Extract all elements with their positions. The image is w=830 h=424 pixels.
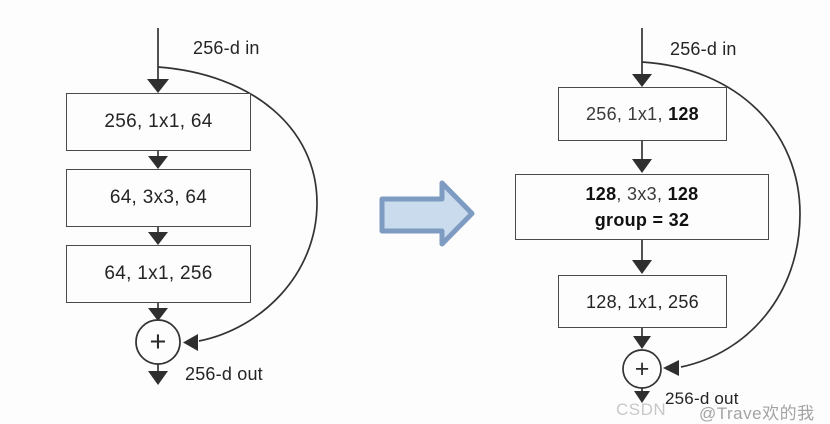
right-skip-arrowhead (663, 360, 679, 376)
left-skip-curve (157, 66, 318, 342)
left-conv-box-2-label: 64, 3x3, 64 (109, 187, 208, 208)
right-output-label: 256-d out (665, 389, 739, 408)
csdn-watermark-prefix: CSDN (616, 400, 672, 419)
right-conv-box-3: 128, 1x1, 256 (558, 275, 727, 328)
left-block-connectors (135, 28, 318, 385)
left-output-arrowhead (148, 371, 168, 385)
csdn-watermark-username: @Trave欢的我 (699, 404, 815, 423)
left-plus-icon: + (149, 325, 167, 358)
right-output-arrowhead (634, 391, 650, 403)
right-conv-box-2-label-line2: group = 32 (594, 210, 690, 230)
right-arrow3-head (633, 336, 651, 349)
right-conv-box-2: 128, 3x3, 128 group = 32 (515, 174, 769, 240)
right-arrow1-head (632, 159, 652, 173)
left-arrow2-head (148, 232, 168, 245)
transform-right-arrow-icon (379, 180, 475, 247)
left-conv-box-1: 256, 1x1, 64 (66, 93, 251, 151)
left-conv-box-3-label: 64, 1x1, 256 (104, 263, 213, 284)
left-arrow3-head (148, 308, 168, 321)
left-conv-box-1-label: 256, 1x1, 64 (104, 111, 213, 132)
right-conv-box-2-label-line1: 128, 3x3, 128 (585, 184, 699, 204)
left-output-label: 256-d out (185, 364, 263, 384)
left-input-arrowhead (147, 79, 169, 93)
right-conv-box-3-label: 128, 1x1, 256 (586, 291, 699, 312)
left-conv-box-3: 64, 1x1, 256 (66, 245, 251, 303)
right-plus-icon: + (634, 354, 650, 383)
right-arrow2-head (632, 260, 652, 274)
left-skip-arrowhead (183, 334, 198, 351)
right-conv-box-1: 256, 1x1, 128 (558, 87, 727, 141)
right-skip-curve (641, 61, 801, 368)
left-conv-box-2: 64, 3x3, 64 (66, 169, 251, 227)
left-input-label: 256-d in (193, 38, 260, 58)
right-block-connectors (622, 28, 801, 403)
right-conv-box-1-label: 256, 1x1, 128 (586, 104, 699, 124)
right-input-label: 256-d in (670, 39, 737, 59)
right-input-arrowhead (632, 74, 652, 87)
left-arrow1-head (148, 156, 168, 169)
